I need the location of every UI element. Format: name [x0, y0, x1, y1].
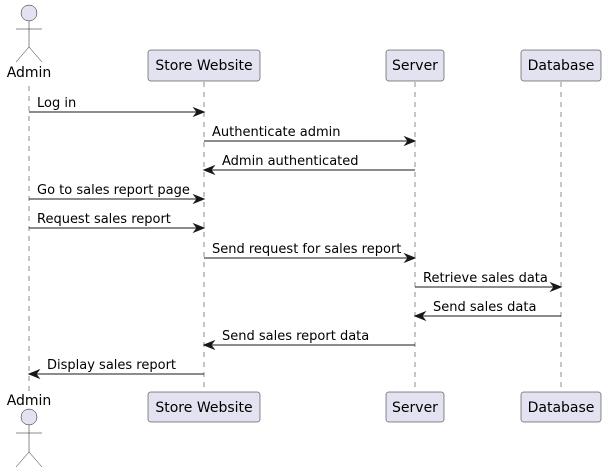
- message-send-sales-data: Send sales data: [413, 300, 561, 322]
- message-authenticate-admin: Authenticate admin: [204, 125, 417, 147]
- message-retrieve-sales-data: Retrieve sales data: [415, 271, 563, 293]
- message-send-request-for-sales-report: Send request for sales report: [204, 242, 417, 264]
- participant-box: [147, 49, 261, 82]
- arrowhead-left: [202, 164, 216, 176]
- participant-box: [520, 391, 602, 423]
- server-box-top: Server: [385, 49, 445, 82]
- arrowhead-right: [549, 281, 563, 293]
- message-label: Send sales report data: [222, 329, 369, 344]
- message-label: Retrieve sales data: [423, 271, 548, 286]
- participant-label-admin-bottom: Admin: [7, 393, 52, 409]
- participant-label-admin-top: Admin: [7, 65, 52, 81]
- actor-head: [20, 4, 38, 22]
- actor-head: [20, 408, 38, 426]
- participant-label-server-top: Server: [392, 58, 438, 74]
- store-website-box-top: Store Website: [147, 49, 261, 82]
- message-label: Display sales report: [47, 358, 176, 373]
- message-label: Admin authenticated: [222, 154, 359, 169]
- server-box-bottom: Server: [385, 391, 445, 423]
- message-label: Send request for sales report: [212, 242, 401, 257]
- arrowhead-right: [192, 222, 206, 234]
- message-log-in: Log in: [29, 96, 206, 118]
- arrowhead-left: [202, 339, 216, 351]
- participant-box: [385, 49, 445, 82]
- message-label: Go to sales report page: [37, 183, 190, 198]
- database-box-bottom: Database: [520, 391, 602, 423]
- message-display-sales-report: Display sales report: [27, 358, 204, 380]
- admin-actor-top: Admin: [7, 4, 52, 81]
- lifelines: [28, 82, 562, 392]
- participant-label-database-bottom: Database: [528, 400, 595, 416]
- arrowhead-right: [403, 135, 417, 147]
- actor-legs: [15, 451, 43, 468]
- message-send-sales-report-data: Send sales report data: [202, 329, 415, 351]
- participant-box: [147, 391, 261, 423]
- arrowhead-right: [192, 193, 206, 205]
- participant-label-server-bottom: Server: [392, 400, 438, 416]
- participant-label-store-bottom: Store Website: [155, 400, 252, 416]
- arrowhead-right: [403, 252, 417, 264]
- participant-box: [385, 391, 445, 423]
- store-website-box-bottom: Store Website: [147, 391, 261, 423]
- arrowhead-left: [413, 310, 427, 322]
- message-go-to-sales-report-page: Go to sales report page: [29, 183, 206, 205]
- messages: Log in Authenticate admin Admin authenti…: [27, 96, 563, 380]
- message-label: Request sales report: [37, 212, 171, 227]
- arrowhead-left: [27, 368, 41, 380]
- participant-box: [520, 49, 602, 82]
- participant-label-database-top: Database: [528, 58, 595, 74]
- arrowhead-right: [192, 106, 206, 118]
- participant-label-store-top: Store Website: [155, 58, 252, 74]
- message-label: Log in: [37, 96, 76, 111]
- admin-actor-bottom: Admin: [7, 393, 52, 468]
- database-box-top: Database: [520, 49, 602, 82]
- message-label: Send sales data: [433, 300, 536, 315]
- message-label: Authenticate admin: [212, 125, 341, 140]
- actor-legs: [15, 46, 43, 63]
- message-admin-authenticated: Admin authenticated: [202, 154, 415, 176]
- message-request-sales-report: Request sales report: [29, 212, 206, 234]
